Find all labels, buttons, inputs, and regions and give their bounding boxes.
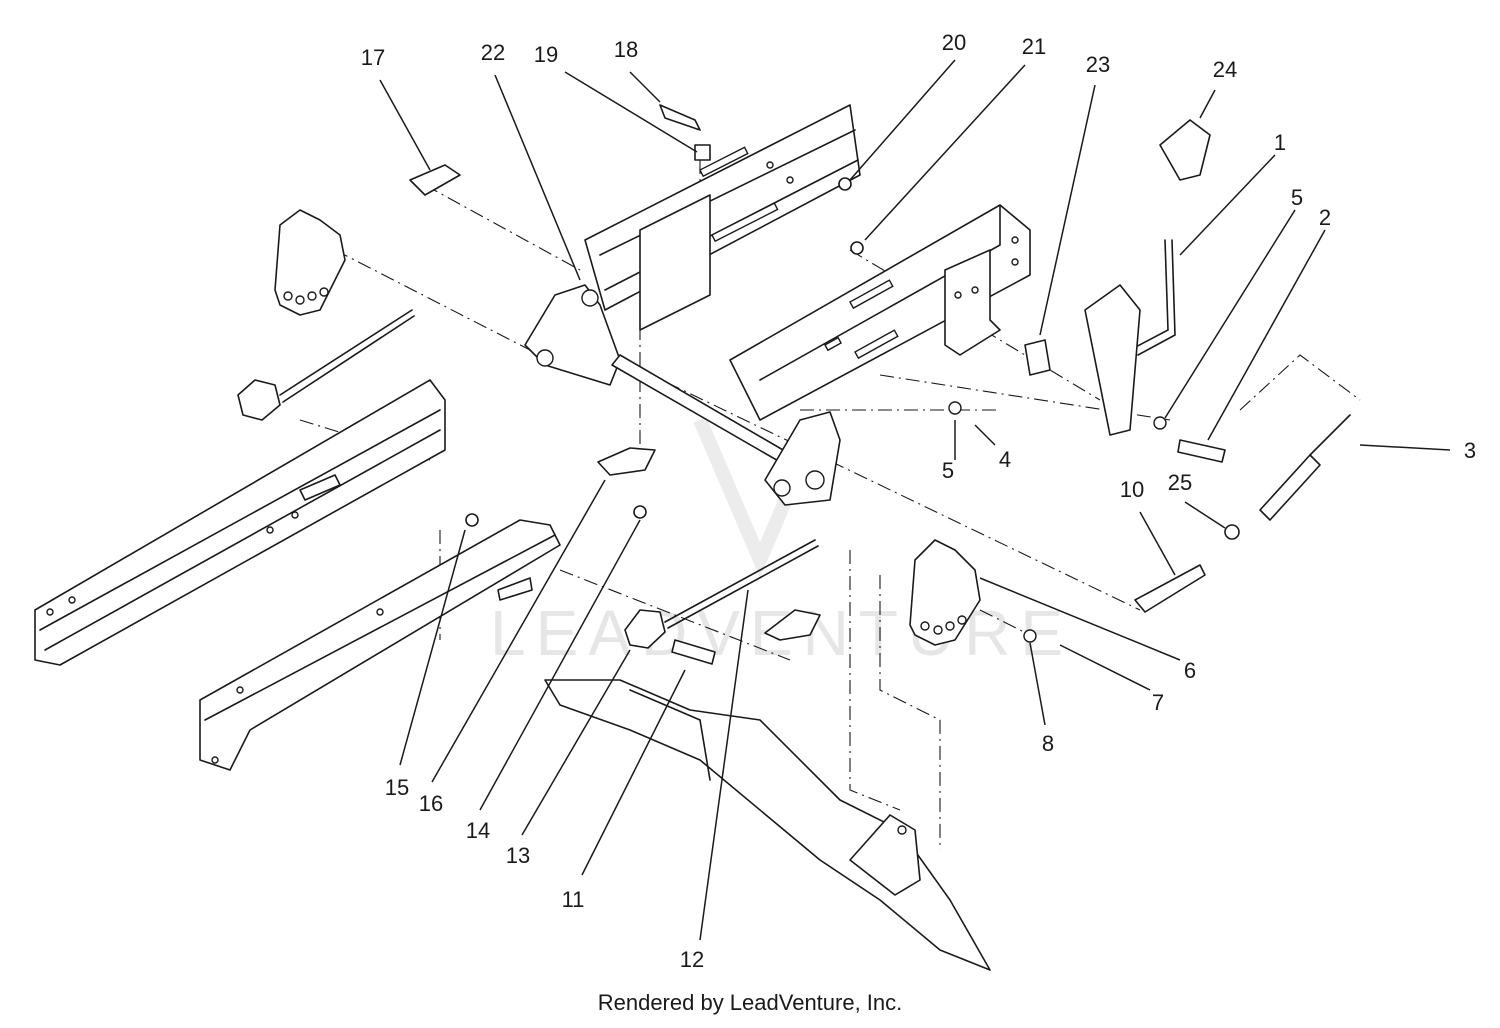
lift-lever bbox=[1084, 119, 1211, 436]
callout-5-upper: 5 bbox=[1291, 185, 1303, 210]
callout-3: 3 bbox=[1464, 438, 1476, 463]
link-rod bbox=[1259, 414, 1351, 521]
height-plate-left bbox=[274, 209, 346, 316]
callout-13: 13 bbox=[506, 843, 530, 868]
callout-10: 10 bbox=[1120, 477, 1144, 502]
height-plate-right bbox=[909, 539, 981, 646]
render-credit: Rendered by LeadVenture, Inc. bbox=[597, 990, 903, 1015]
upper-frame-channel bbox=[584, 104, 861, 311]
callout-4: 4 bbox=[999, 447, 1011, 472]
lift-rod-lower bbox=[624, 539, 819, 649]
centerlines bbox=[299, 160, 1361, 850]
callout-24: 24 bbox=[1213, 57, 1237, 82]
callout-14: 14 bbox=[466, 818, 490, 843]
callout-23: 23 bbox=[1086, 52, 1110, 77]
callout-7: 7 bbox=[1152, 690, 1164, 715]
cross-shaft bbox=[524, 284, 841, 506]
callout-2: 2 bbox=[1319, 205, 1331, 230]
callout-1: 1 bbox=[1274, 130, 1286, 155]
lower-bracket bbox=[849, 814, 921, 896]
callout-labels: 1 2 3 4 5 5 6 7 8 10 11 12 13 14 15 16 1… bbox=[361, 30, 1476, 972]
callout-20: 20 bbox=[942, 30, 966, 55]
mounting-plate bbox=[639, 194, 711, 331]
right-frame-channel bbox=[729, 204, 1031, 421]
callout-18: 18 bbox=[614, 37, 638, 62]
callout-19: 19 bbox=[534, 42, 558, 67]
callout-22: 22 bbox=[481, 40, 505, 65]
callout-21: 21 bbox=[1022, 34, 1046, 59]
callout-8: 8 bbox=[1042, 731, 1054, 756]
callout-11: 11 bbox=[562, 887, 585, 912]
callout-6: 6 bbox=[1184, 658, 1196, 683]
callout-25: 25 bbox=[1168, 470, 1192, 495]
callout-17: 17 bbox=[361, 45, 385, 70]
adjust-rod bbox=[1134, 564, 1206, 613]
callout-16: 16 bbox=[419, 791, 443, 816]
pivot-bracket bbox=[944, 249, 1001, 356]
left-lower-channel bbox=[34, 379, 446, 666]
callout-5-lower: 5 bbox=[942, 458, 954, 483]
leader-lines bbox=[379, 59, 1451, 941]
callout-15: 15 bbox=[385, 775, 409, 800]
lower-frame bbox=[544, 679, 991, 971]
callout-12: 12 bbox=[680, 947, 704, 972]
lift-rod-upper bbox=[237, 309, 415, 421]
left-middle-channel bbox=[199, 519, 561, 771]
fasteners bbox=[409, 104, 1240, 665]
